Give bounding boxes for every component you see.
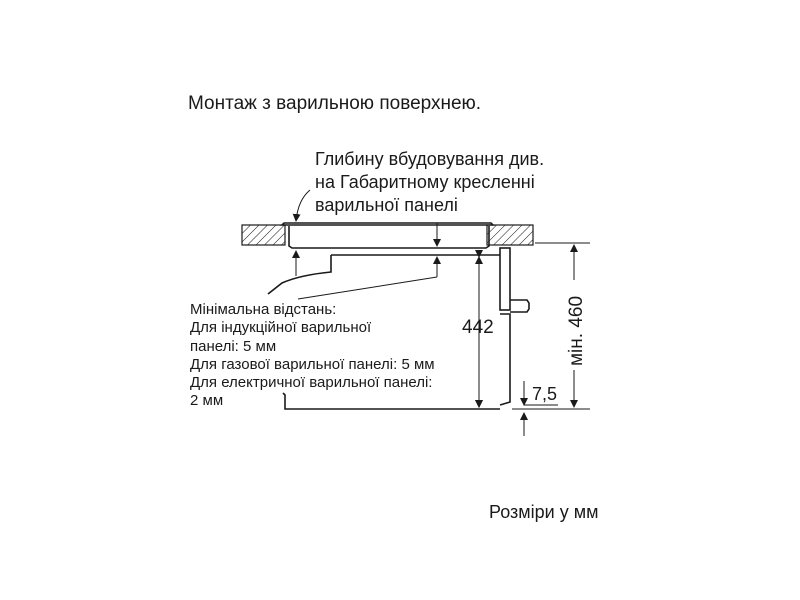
- oven-front-panel: [499, 247, 511, 311]
- dimension-7-5: 7,5: [532, 384, 557, 404]
- depth-note: Глибину вбудовування див. на Габаритному…: [315, 149, 544, 215]
- min-distance-note: Мінімальна відстань: Для індукційної вар…: [190, 301, 435, 409]
- countertop-left: [241, 224, 286, 246]
- dimension-min-460: мін. 460: [566, 296, 587, 366]
- min-distance-line: Для газової варильної панелі: 5 мм: [190, 356, 435, 373]
- oven-knob: [510, 299, 530, 313]
- min-distance-line: 2 мм: [190, 392, 223, 409]
- min-distance-line: Для електричної варильної панелі:: [190, 374, 432, 391]
- oven: [267, 247, 530, 410]
- countertop-right: [486, 224, 534, 246]
- depth-note-line: Глибину вбудовування див.: [315, 149, 544, 169]
- depth-note-line: варильної панелі: [315, 195, 458, 215]
- min-distance-line: Для індукційної варильної: [190, 319, 372, 336]
- dimension-442: 442: [462, 317, 494, 338]
- min-distance-line: Мінімальна відстань:: [190, 301, 336, 318]
- min-distance-line: панелі: 5 мм: [190, 338, 276, 355]
- units-note: Розміри у мм: [489, 502, 598, 522]
- depth-note-line: на Габаритному кресленні: [315, 172, 535, 192]
- title: Монтаж з варильною поверхнею.: [188, 93, 481, 114]
- hob: [280, 222, 495, 249]
